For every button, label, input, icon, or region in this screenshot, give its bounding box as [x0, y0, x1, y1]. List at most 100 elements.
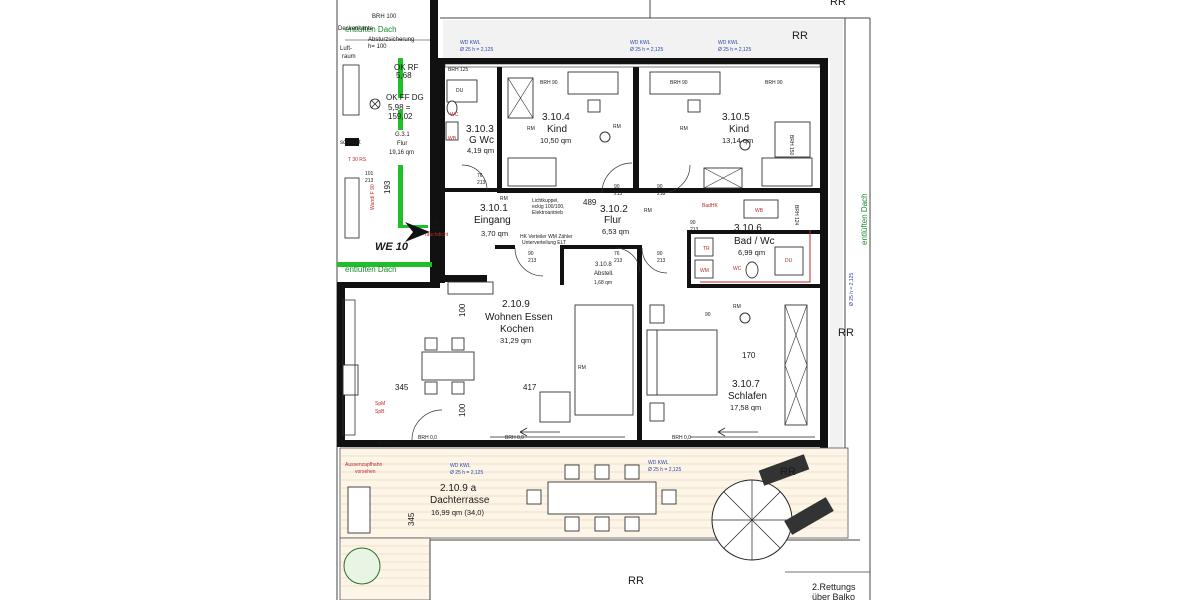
door-213: 213 — [430, 226, 439, 232]
terrace-bench — [347, 486, 371, 534]
room-id-eingang: 3.10.1 — [480, 203, 508, 214]
door-90-4: 90 — [657, 251, 663, 257]
dim-345-h: 345 — [395, 383, 409, 392]
room-id-wohnen: 2.10.9 — [502, 299, 530, 310]
smoke-detector-icon — [369, 98, 381, 110]
spm-label: SpM — [375, 401, 385, 407]
door-90-3: 90 — [528, 251, 534, 257]
brh124-label: BRH 124 — [793, 205, 799, 226]
room-name-bad: Bad / Wc — [734, 236, 775, 247]
okff-value-2: 159,02 — [388, 112, 413, 121]
dim-100-2: 100 — [458, 403, 467, 417]
dining-table — [421, 351, 475, 381]
vent-label-2: entlüften Dach — [345, 265, 397, 274]
kwl-value-5: Ø 25 h = 2,125 — [648, 467, 681, 473]
stair-name: Flur — [397, 141, 407, 147]
unit-label: WE 10 — [375, 241, 409, 253]
wall-south — [337, 440, 827, 447]
luft-label: Luft- — [340, 46, 352, 52]
sofa — [574, 304, 634, 416]
terrace-chairs — [526, 464, 677, 532]
du-gwc-label: DU — [456, 88, 464, 94]
wall-kind2-south — [639, 188, 822, 193]
licht-label-2: eckig 100/100, — [532, 204, 565, 210]
door-101: 101 — [430, 219, 439, 225]
stair-door-frame — [344, 177, 360, 239]
toilet-gwc — [446, 100, 458, 116]
kwl-value-6: Ø 25 h = 2,125 — [849, 273, 855, 306]
brh00-label-1: BRH 0,0 — [505, 435, 524, 441]
shaft-block — [345, 138, 359, 146]
fall-height: h= 100 — [368, 44, 387, 50]
du-label: DU — [785, 258, 793, 264]
dim-170: 170 — [742, 351, 756, 360]
rm-label-6: RM — [733, 304, 741, 310]
stove — [342, 364, 359, 396]
brh00-label-3: BRH 0,0 — [418, 435, 437, 441]
door-swings — [411, 162, 691, 441]
wb-label: WB — [755, 208, 764, 214]
door-90-2: 90 — [657, 184, 663, 190]
green-marker-4 — [398, 58, 403, 98]
brh125-label: BRH 125 — [448, 67, 469, 73]
room-id-schlafen: 3.10.7 — [732, 379, 760, 390]
nightstand-2 — [649, 402, 665, 422]
wall-bad-west — [687, 230, 691, 288]
kwl-label-3: WD KWL — [718, 40, 739, 46]
dim-345-v: 345 — [407, 512, 416, 526]
room-area-eingang: 3,70 qm — [481, 229, 508, 238]
room-id-kind1: 3.10.4 — [542, 112, 570, 123]
wall-schlafen-west — [637, 245, 642, 445]
okrf-value: 5,68 — [396, 71, 412, 80]
okff-value-1: 5,98 = — [388, 103, 411, 112]
kwl-value-1: Ø 25 h = 2,125 — [460, 47, 493, 53]
room-name-abstell: Abstell. — [594, 271, 614, 277]
deckenkante-label: Deckenkante — [338, 26, 374, 32]
door-90-3-213: 213 — [528, 258, 537, 264]
hall-cabinet — [447, 281, 494, 295]
room-id-abstell: 3.10.8 — [595, 262, 612, 268]
kwl-label-5: WD KWL — [648, 460, 669, 466]
room-area-kind2: 13,14 qm — [722, 136, 753, 145]
fall-label: Absturzsicherung — [368, 37, 414, 43]
room-area-kind1: 10,50 qm — [540, 136, 571, 145]
wall-stair-south — [437, 275, 487, 282]
room-name-terrasse: Dachterrasse — [430, 495, 490, 506]
windows-north — [444, 63, 821, 68]
dryer — [694, 237, 714, 257]
toilet-bad — [745, 261, 759, 279]
room-id-kind2: 3.10.5 — [722, 112, 750, 123]
door-76-213: 213 — [477, 180, 486, 186]
dim-90: 90 — [705, 312, 711, 318]
wall-living-west — [337, 282, 345, 447]
stair-area: 19,16 qm — [389, 150, 414, 156]
door-90-1: 90 — [614, 184, 620, 190]
bathtub — [743, 199, 779, 219]
kwl-value-2: Ø 25 h = 2,125 — [630, 47, 663, 53]
shower-bad — [774, 246, 804, 276]
schacht-label: schacht — [340, 140, 361, 146]
licht-label-1: Lichtkuppel, — [532, 198, 559, 204]
dim-100-1: 100 — [458, 303, 467, 317]
shower-gwc — [446, 79, 478, 103]
kwl-value-3: Ø 25 h = 2,125 — [718, 47, 751, 53]
room-name-schlafen: Schlafen — [728, 391, 767, 402]
washing-machine — [694, 259, 714, 279]
rm-label-5: RM — [500, 196, 508, 202]
dim-193: 193 — [383, 180, 392, 194]
dim-417: 417 — [523, 383, 537, 392]
door-90-5-213: 213 — [690, 227, 699, 233]
wardrobe-schlafen — [784, 304, 808, 426]
badhk-label: BadHK — [702, 203, 719, 209]
brh90-label-2: BRH 90 — [670, 80, 688, 86]
vent-label-3: entlüften Dach — [860, 193, 869, 245]
vent-label-1: entlüften Dach — [345, 25, 397, 34]
wall-bad-north — [687, 230, 820, 234]
nightstand-1 — [649, 304, 665, 324]
stair-id: G.3.1 — [395, 132, 410, 138]
brh90-label-3: BRH 90 — [765, 80, 783, 86]
wall-kind1-west — [497, 65, 502, 193]
room-name-kind1: Kind — [547, 124, 567, 135]
okff-label: OK FF DG — [386, 93, 424, 102]
